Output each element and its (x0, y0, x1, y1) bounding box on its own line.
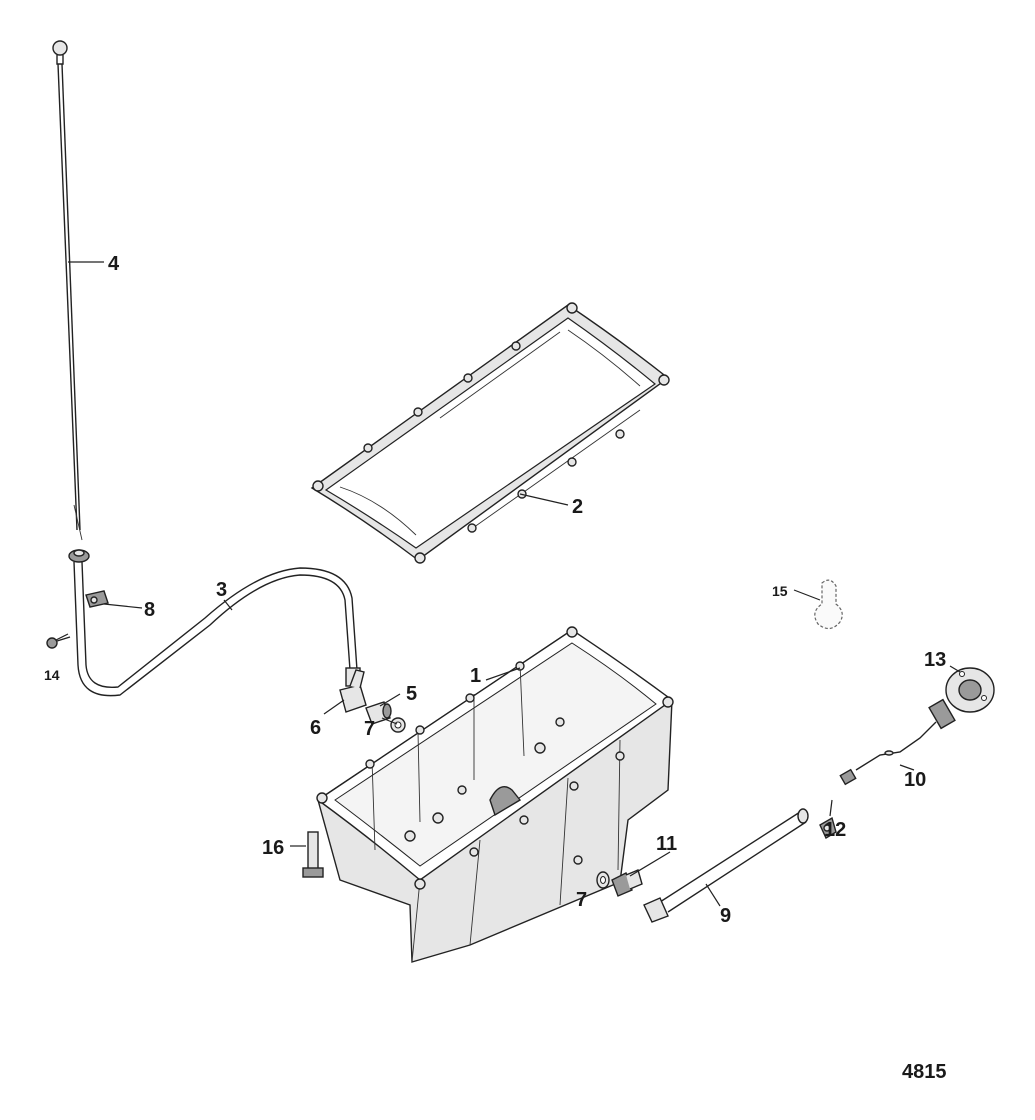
callout-11: 11 (656, 833, 677, 855)
callout-2: 2 (572, 496, 583, 518)
clip-screw (46, 636, 71, 649)
elbow-fitting (339, 669, 367, 713)
callout-14: 14 (44, 667, 60, 683)
sealing-washer-lower (596, 871, 610, 889)
oil-pan-gasket (310, 302, 670, 564)
oil-pickup-boss (489, 786, 522, 817)
callout-13: 13 (924, 649, 946, 671)
callout-10: 10 (904, 769, 926, 791)
oil-level-sensor (839, 698, 956, 786)
leader-lines (55, 261, 961, 907)
callout-5: 5 (406, 683, 417, 705)
dipstick-tube (68, 549, 361, 697)
callout-1: 1 (470, 665, 481, 687)
drain-hose (643, 808, 809, 923)
callout-16: 16 (262, 837, 284, 859)
oil-pan-bolt (302, 831, 324, 878)
tube-clip (85, 590, 109, 608)
identification-tag-phantom (814, 579, 843, 630)
sensor-flange (945, 667, 995, 713)
callout-8: 8 (144, 599, 155, 621)
sealing-washer-upper (390, 717, 406, 733)
callout-labels: 4 2 3 1 5 6 7 8 9 10 11 12 13 14 15 16 7 (44, 253, 946, 927)
callout-9: 9 (720, 905, 731, 927)
dipstick-handle-knob (52, 40, 68, 56)
dipstick (52, 40, 83, 541)
callout-7-upper: 7 (364, 718, 375, 740)
callout-7-lower: 7 (576, 889, 587, 911)
oil-pan (316, 626, 674, 963)
hose-clamp (819, 816, 837, 840)
figure-id: 4815 (902, 1061, 947, 1083)
callout-3: 3 (216, 579, 227, 601)
drain-plug (611, 869, 643, 897)
callout-6: 6 (310, 717, 321, 739)
dipstick-tube-body (73, 561, 351, 697)
callout-15: 15 (772, 583, 788, 599)
callout-12: 12 (824, 819, 846, 841)
callout-4: 4 (108, 253, 120, 275)
